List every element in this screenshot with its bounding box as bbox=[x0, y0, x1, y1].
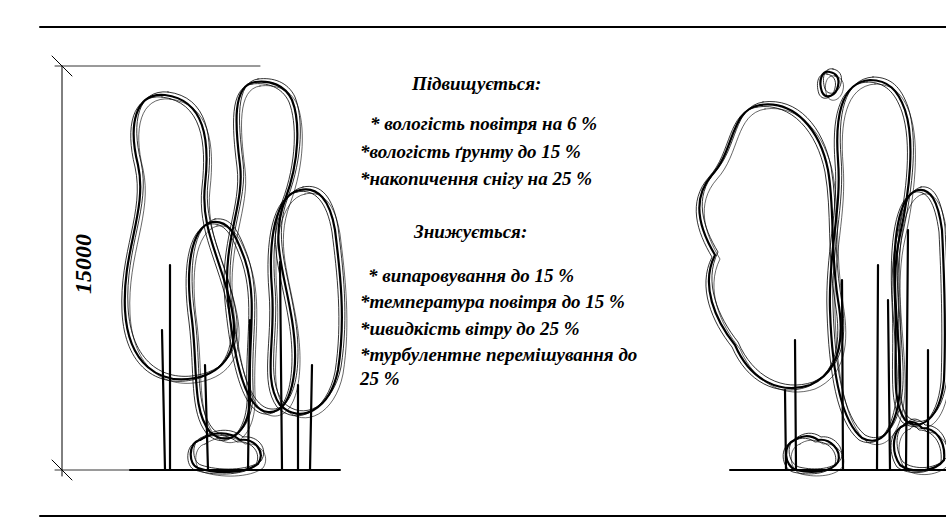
tree-crown-sketch bbox=[702, 101, 844, 385]
effect-item: * випаровування до 15 % bbox=[368, 264, 574, 288]
dimension-tick bbox=[52, 56, 72, 76]
tree-crown-sketch bbox=[130, 99, 239, 384]
dimension-value: 15000 bbox=[71, 231, 95, 297]
tree-crown bbox=[227, 82, 297, 412]
extension-line bbox=[55, 66, 260, 67]
tree-crown bbox=[894, 422, 944, 471]
tree-crown-sketch bbox=[696, 106, 838, 390]
tree-crown-sketch bbox=[825, 76, 843, 101]
tree-crown-sketch bbox=[230, 79, 300, 409]
extension-line bbox=[55, 470, 135, 471]
section-heading: Знижується: bbox=[414, 220, 527, 244]
effect-item: *турбулентне перемішування до 25 % bbox=[360, 343, 640, 391]
tree-crown-sketch bbox=[891, 192, 942, 427]
dimension-tick bbox=[52, 460, 72, 480]
tree-crown bbox=[699, 104, 841, 388]
tree-crown-sketch bbox=[835, 84, 916, 445]
tree-trunks bbox=[162, 230, 928, 470]
tree-crown-sketch bbox=[704, 108, 846, 392]
tree-crown-sketch bbox=[194, 226, 257, 443]
section-heading: Підвищується: bbox=[412, 72, 541, 96]
tree-crown-sketch bbox=[186, 224, 249, 441]
effect-item: * вологість повітря на 6 % bbox=[370, 112, 597, 136]
tree-crown-sketch bbox=[232, 86, 302, 416]
effect-item: *накопичення снігу на 25 % bbox=[360, 167, 592, 191]
frame-line bbox=[40, 26, 946, 28]
tree-crown-sketch bbox=[833, 77, 914, 438]
effect-item: *вологість ґрунту до 15 % bbox=[360, 140, 581, 164]
tree-crown-sketch bbox=[897, 187, 946, 422]
tree-crown bbox=[894, 190, 945, 425]
tree-crown bbox=[189, 222, 252, 439]
tree-crown-sketch bbox=[827, 82, 908, 443]
tree-crown-sketch bbox=[891, 424, 941, 473]
tree-crown-sketch bbox=[128, 92, 237, 377]
effect-item: *температура повітря до 15 % bbox=[360, 290, 625, 314]
tree-crown-sketch bbox=[194, 430, 264, 469]
dimension-line bbox=[62, 66, 63, 476]
tree-crown-sketch bbox=[791, 440, 844, 476]
tree-crown-sketch bbox=[268, 191, 339, 415]
frame-line bbox=[40, 515, 946, 517]
effect-item: *швидкість вітру до 25 % bbox=[360, 317, 580, 341]
tree-crown bbox=[125, 95, 234, 380]
